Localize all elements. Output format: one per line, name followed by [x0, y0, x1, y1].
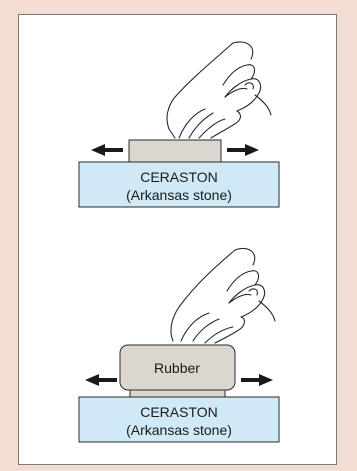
- arrow-right-icon: [227, 144, 259, 156]
- rubber-pad-label: Rubber: [154, 360, 200, 376]
- arrow-right-icon: [241, 374, 273, 386]
- hand-icon: [170, 247, 276, 344]
- arrow-left-icon: [91, 144, 123, 156]
- bottom-stone-type: (Arkansas stone): [126, 422, 232, 438]
- bottom-stone: [78, 396, 280, 443]
- top-workpiece-block: [128, 139, 222, 163]
- hand-icon: [166, 41, 272, 139]
- bottom-stone-name: CERASTON: [140, 404, 218, 420]
- bottom-figure: Rubber: [78, 247, 280, 443]
- diagram-panel: CERASTON (Arkansas stone) Rubber: [18, 14, 337, 465]
- top-stone-type: (Arkansas stone): [126, 187, 232, 203]
- top-stone-name: CERASTON: [140, 169, 218, 185]
- top-figure: CERASTON (Arkansas stone): [78, 41, 280, 208]
- bottom-workpiece-strip: [129, 389, 226, 398]
- diagram-canvas: CERASTON (Arkansas stone) Rubber: [78, 41, 280, 443]
- top-stone: [78, 161, 280, 208]
- arrow-left-icon: [85, 374, 117, 386]
